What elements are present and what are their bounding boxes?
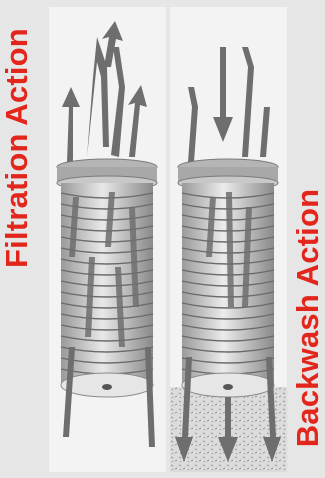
filtration-panel [49, 7, 166, 472]
backwash-panel [170, 7, 287, 472]
backwash-action-label: Backwash Action [292, 163, 325, 473]
backwash-illustration [170, 7, 287, 472]
outflow-arrows [62, 21, 147, 162]
backwash-inflow-arrows [188, 47, 270, 162]
filtration-illustration [49, 7, 166, 472]
filtration-action-label: Filtration Action [1, 0, 35, 298]
